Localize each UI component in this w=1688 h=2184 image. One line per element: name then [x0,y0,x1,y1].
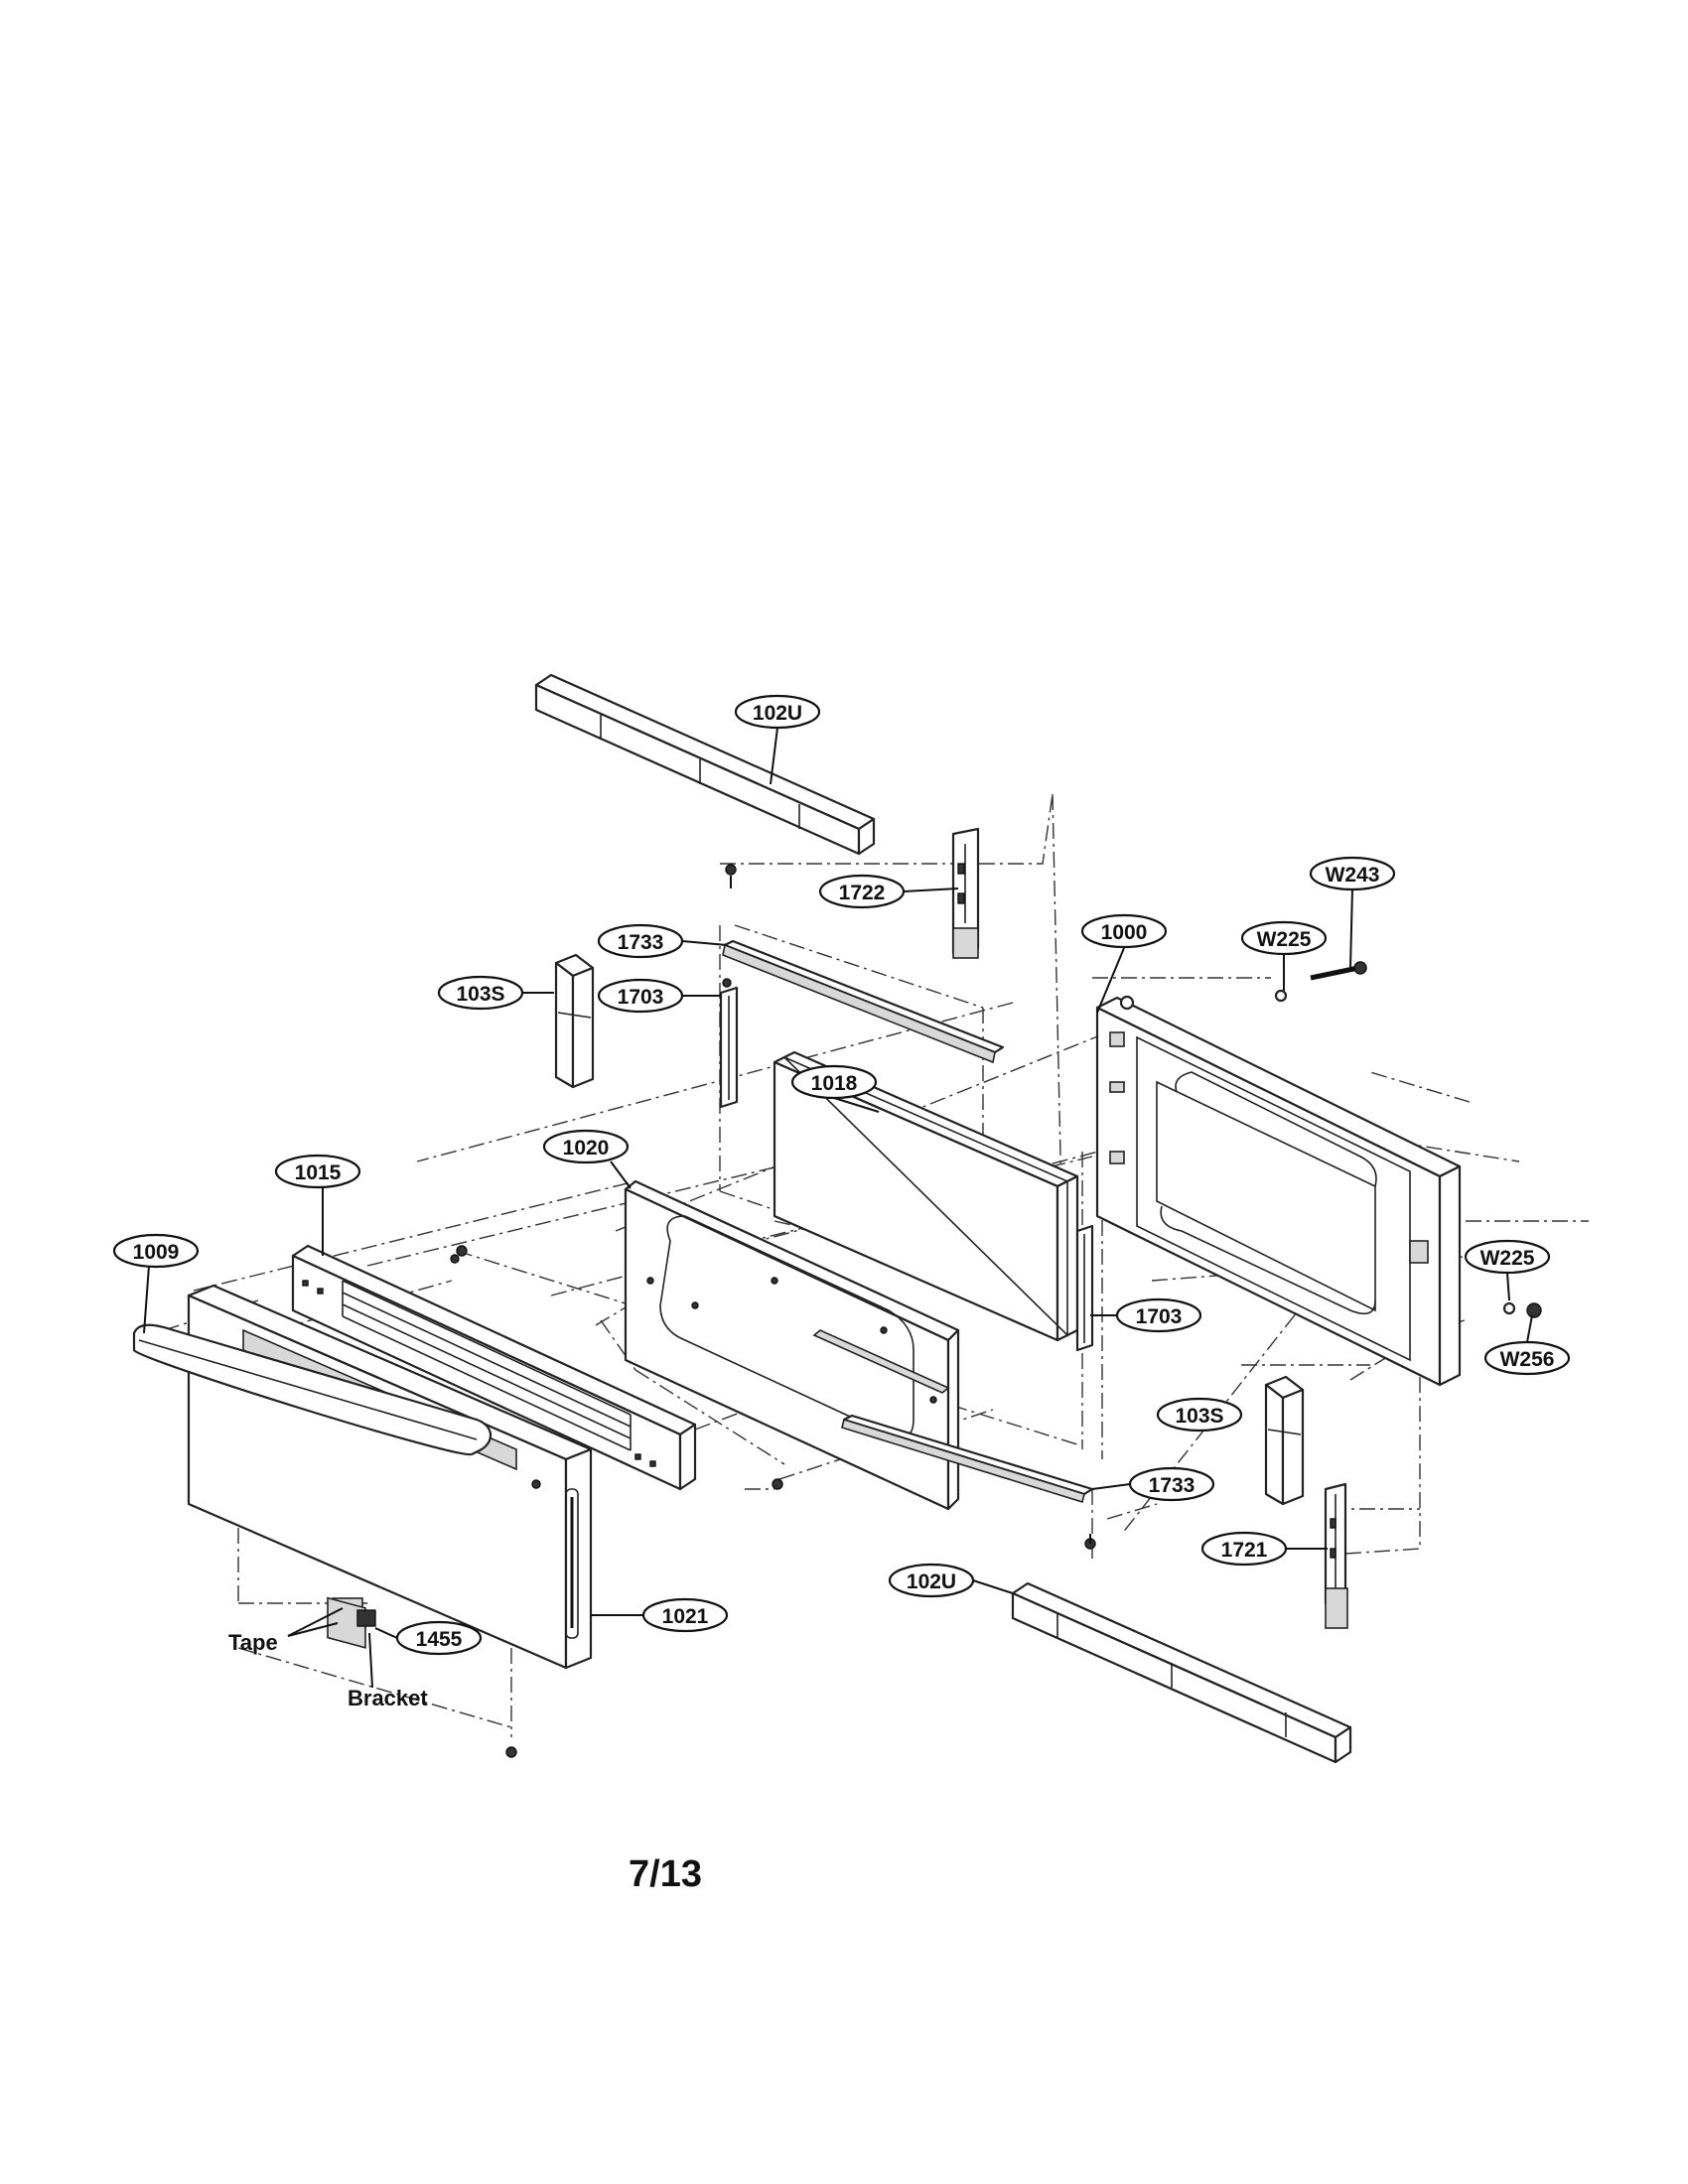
svg-text:1703: 1703 [618,986,664,1009]
svg-text:1722: 1722 [839,882,886,904]
svg-text:102U: 102U [907,1570,956,1593]
callout-1021: 1021 [641,1597,729,1633]
part-103S-right-spacer-block [1264,1375,1305,1506]
svg-text:W256: W256 [1500,1348,1555,1371]
callout-102U-top: 102U [734,694,821,730]
callout-W256: W256 [1483,1340,1571,1376]
callout-1703-top: 1703 [597,978,684,1014]
callout-1009: 1009 [112,1233,200,1269]
part-W225-washer-top [1274,989,1288,1003]
part-W243-long-screw [1310,961,1367,981]
callout-102U-bottom: 102U [888,1563,975,1598]
svg-text:W225: W225 [1480,1247,1535,1270]
callout-1018: 1018 [790,1064,878,1100]
callout-1015: 1015 [274,1154,361,1189]
label-bracket: Bracket [348,1686,428,1710]
part-1721-lower-hinge [1324,1482,1348,1629]
svg-text:1455: 1455 [416,1628,463,1651]
part-1009-door-handle [132,1323,492,1456]
page-number: 7/13 [629,1853,702,1895]
part-103S-left-spacer-block [554,953,595,1089]
part-1722-upper-hinge [951,827,980,959]
part-1000-inner-door-frame [1095,995,1462,1387]
svg-text:1703: 1703 [1136,1305,1183,1328]
part-W225-washer-right [1502,1301,1516,1315]
svg-text:1021: 1021 [662,1605,709,1628]
part-1703-upper-side-strip [719,978,739,1109]
svg-text:103S: 103S [456,983,504,1006]
part-1733-top-strip [722,864,1005,1064]
svg-text:102U: 102U [753,702,802,725]
svg-text:W225: W225 [1257,928,1312,951]
part-1733-bottom-strip [841,1414,1096,1550]
callout-1703-bottom: 1703 [1115,1297,1202,1333]
callout-1733-top: 1733 [597,923,684,959]
part-1015-vent-trim [291,1244,697,1491]
tape-bracket-assembly [327,1596,376,1649]
svg-text:1009: 1009 [133,1241,180,1264]
svg-text:1020: 1020 [563,1137,610,1160]
callout-1000: 1000 [1080,913,1168,949]
callout-103S-right: 103S [1156,1397,1243,1433]
svg-text:1721: 1721 [1221,1539,1268,1562]
callout-1721: 1721 [1200,1531,1288,1567]
callout-1722: 1722 [818,874,906,909]
callout-W225-top: W225 [1240,920,1328,956]
callout-1020: 1020 [542,1129,630,1164]
svg-text:1015: 1015 [295,1161,342,1184]
callout-103S-left: 103S [437,975,524,1011]
callout-1455: 1455 [395,1620,483,1656]
part-1703-lower-side-strip [1075,1224,1094,1352]
callout-1733-bottom: 1733 [1128,1466,1215,1502]
svg-text:1000: 1000 [1101,921,1148,944]
svg-text:1733: 1733 [618,931,664,954]
svg-text:1018: 1018 [811,1072,858,1095]
callout-W243: W243 [1309,856,1396,891]
part-102U-top-trim-bar [534,673,876,856]
svg-text:1733: 1733 [1149,1474,1196,1497]
label-tape: Tape [228,1630,278,1655]
part-W256-nut [1526,1302,1542,1318]
svg-text:103S: 103S [1175,1405,1223,1428]
callout-W225-right: W225 [1464,1239,1551,1275]
svg-text:W243: W243 [1326,864,1380,887]
part-102U-bottom-trim-bar [1011,1581,1352,1764]
callout-leader-lines [143,727,1533,1689]
